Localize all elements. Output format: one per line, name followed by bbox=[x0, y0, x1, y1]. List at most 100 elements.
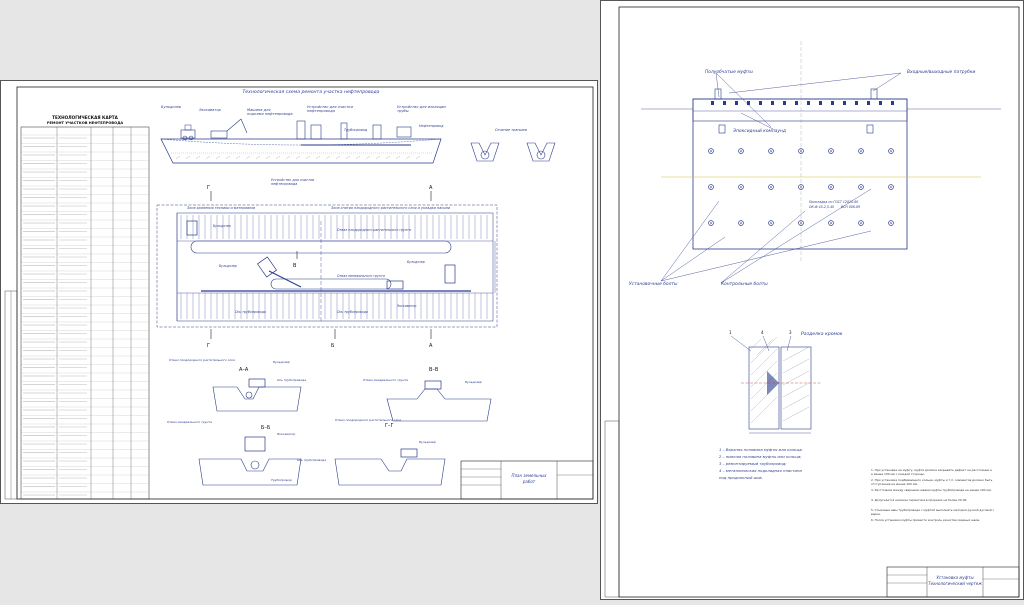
stud-mark bbox=[723, 101, 726, 105]
stud-mark bbox=[831, 101, 834, 105]
section-gg bbox=[334, 448, 446, 486]
label-plan-pipe-axis: Ось трубопровода bbox=[235, 310, 266, 314]
note-item-cont: е менее 100 мм с каждой стороны. bbox=[871, 472, 925, 476]
label-pipeline: Нефтепровод bbox=[419, 124, 444, 128]
label-plan-bulldozer: Бульдозер bbox=[213, 224, 231, 228]
stud-mark bbox=[783, 101, 786, 105]
section-mark-a-top: А bbox=[429, 185, 433, 191]
label-bulldozer: Бульдозер bbox=[161, 105, 182, 109]
drawing-sheet-coupling: Полуобчатые муфты Входные/выходные патру… bbox=[600, 0, 1024, 600]
section-aa-bulldozer: Бульдозер bbox=[273, 360, 290, 364]
title-block-right bbox=[886, 566, 1020, 598]
stud-mark bbox=[879, 101, 882, 105]
section-vv bbox=[386, 380, 492, 422]
label-plan-dump-mineral: Отвал минерального грунта bbox=[337, 274, 385, 278]
label-plan-bulldozer-3: Бульдозер bbox=[407, 260, 425, 264]
label-cleaning-bottom: Устройство для очистки bbox=[271, 178, 315, 182]
trench-section-figures bbox=[470, 142, 556, 162]
stud-mark bbox=[759, 101, 762, 105]
stud-mark bbox=[711, 101, 714, 105]
section-vv-bulldozer: Бульдозер bbox=[465, 380, 482, 384]
section-vv-title: В–В bbox=[429, 367, 439, 373]
section-bb-pipe: Трубопровод bbox=[271, 478, 292, 482]
label-control-bolts: Контрольные болты bbox=[721, 281, 768, 287]
stud-mark bbox=[747, 101, 750, 105]
section-bb-excavator: Экскаватор bbox=[276, 432, 295, 436]
stud-mark bbox=[771, 101, 774, 105]
section-mark-g-bottom: Г bbox=[207, 343, 210, 349]
label-cleaning-2: нефтепровода bbox=[307, 109, 335, 113]
legend-item: 1 – Верхняя половина муфты или кольца; bbox=[719, 447, 803, 452]
legend-item: 3 – ремонтируемый трубопровод; bbox=[719, 461, 787, 466]
note-item: 2. При установке подбивающего кольца, му… bbox=[871, 478, 993, 482]
coupling-plan bbox=[641, 41, 1001, 284]
section-vv-dump: Отвал минерального грунта bbox=[363, 378, 408, 382]
notes: 1. При установке на муфту, муфта должна … bbox=[871, 468, 995, 522]
stamp-title-left: План земельных bbox=[511, 473, 547, 478]
label-install-bolts: Установочные болты bbox=[629, 281, 678, 287]
label-cleaning-bottom-2: нефтепровода bbox=[271, 182, 297, 186]
section-aa-title: А–А bbox=[239, 367, 249, 373]
label-plan-bulldozer-2: Бульдозер bbox=[219, 264, 237, 268]
longitudinal-profile bbox=[160, 118, 442, 164]
edge-detail bbox=[730, 335, 821, 434]
legend-item: 4 – металлическая подкладная пластина bbox=[719, 468, 802, 473]
legend-item: под продольный шов. bbox=[719, 475, 763, 480]
stamp-title-right-2: Технологический чертеж bbox=[928, 581, 982, 586]
section-gg-title: Г–Г bbox=[385, 423, 394, 429]
label-excavator: Экскаватор bbox=[198, 108, 222, 112]
label-epoxy: Эпоксидный компаунд bbox=[732, 128, 786, 134]
stamp-title-right: Установка муфты bbox=[936, 575, 973, 580]
stamp-title-left-2: работ bbox=[522, 479, 536, 484]
note-item-cont: отступление не менее 100 мм. bbox=[871, 482, 918, 486]
section-mark-v: В bbox=[293, 263, 297, 269]
detail-num-3: 3 bbox=[789, 330, 792, 335]
note-item-cont: варки. bbox=[871, 512, 881, 516]
label-nozzles: Входные/выходные патрубки bbox=[907, 69, 976, 75]
section-gg-bulldozer: Бульдозер bbox=[419, 440, 436, 444]
section-bb bbox=[198, 436, 302, 486]
label-zone-storage: Зона хранения техники и материалов bbox=[187, 206, 255, 210]
stud-mark bbox=[807, 101, 810, 105]
label-insulation-2: трубы bbox=[397, 109, 409, 113]
section-bb-dump: Отвал минерального грунта bbox=[167, 420, 212, 424]
label-plan-excavator: Экскаватор bbox=[396, 304, 416, 308]
note-item: 4. Допускается наличие герметика в проре… bbox=[871, 498, 967, 502]
title-block-left bbox=[460, 460, 594, 500]
section-bb-axis: Ось трубопровода bbox=[297, 458, 326, 462]
label-cleaning: Устройство для очистки bbox=[307, 105, 354, 109]
section-mark-g-top: Г bbox=[207, 185, 210, 191]
table-title: ТЕХНОЛОГИЧЕСКАЯ КАРТА bbox=[52, 115, 118, 120]
section-aa bbox=[212, 378, 302, 412]
section-gg-dump: Отвал плодородного растительного слоя bbox=[335, 418, 401, 422]
label-machine: Машина для bbox=[247, 108, 271, 112]
weld-note-3: ВСН 006-89 bbox=[841, 205, 860, 209]
scheme-title: Технологическая схема ремонта участка не… bbox=[243, 89, 380, 95]
section-mark-a-bottom: А bbox=[429, 343, 433, 349]
plan-view bbox=[156, 191, 498, 339]
note-item: 6. После установки муфты провести контро… bbox=[871, 518, 980, 522]
label-plan-axis: Ось трубопровода bbox=[337, 310, 368, 314]
section-aa-dump: Отвал плодородного растительного слоя bbox=[169, 358, 235, 362]
weld-note-2: ОК-Ф 45-2,5-40 bbox=[809, 205, 834, 209]
table-subtitle: РЕМОНТ УЧАСТКОВ НЕФТЕПРОВОДА bbox=[47, 121, 124, 125]
coupling-drawing: Полуобчатые муфты Входные/выходные патру… bbox=[604, 6, 1020, 598]
drawing-sheet-earthworks: ТЕХНОЛОГИЧЕСКАЯ КАРТА РЕМОНТ УЧАСТКОВ НЕ… bbox=[0, 80, 598, 504]
detail-title: Разделка кромок bbox=[801, 331, 843, 337]
stud-mark bbox=[867, 101, 870, 105]
label-plan-dump: Отвал плодородного растительного грунта bbox=[337, 228, 411, 232]
earthworks-drawing: ТЕХНОЛОГИЧЕСКАЯ КАРТА РЕМОНТ УЧАСТКОВ НЕ… bbox=[4, 86, 594, 500]
note-item: 1. При установке на муфту, муфта должна … bbox=[871, 468, 992, 472]
stud-mark bbox=[819, 101, 822, 105]
label-trubo: Трубопровод bbox=[344, 128, 368, 132]
detail-num-1: 1 bbox=[729, 330, 732, 335]
label-machine-2: подъема нефтепровода bbox=[247, 112, 293, 116]
legend: 1 – Верхняя половина муфты или кольца;2 … bbox=[719, 447, 803, 480]
stud-mark bbox=[855, 101, 858, 105]
note-item: 5. Стыковые швы трубопровода с муфтой вы… bbox=[871, 508, 995, 512]
section-bb-title: Б–Б bbox=[261, 425, 271, 431]
stud-mark bbox=[735, 101, 738, 105]
side-stamp-right bbox=[604, 420, 620, 598]
label-zone-topsoil: Зона снятия плодородного растительного с… bbox=[331, 206, 451, 210]
stud-mark bbox=[843, 101, 846, 105]
